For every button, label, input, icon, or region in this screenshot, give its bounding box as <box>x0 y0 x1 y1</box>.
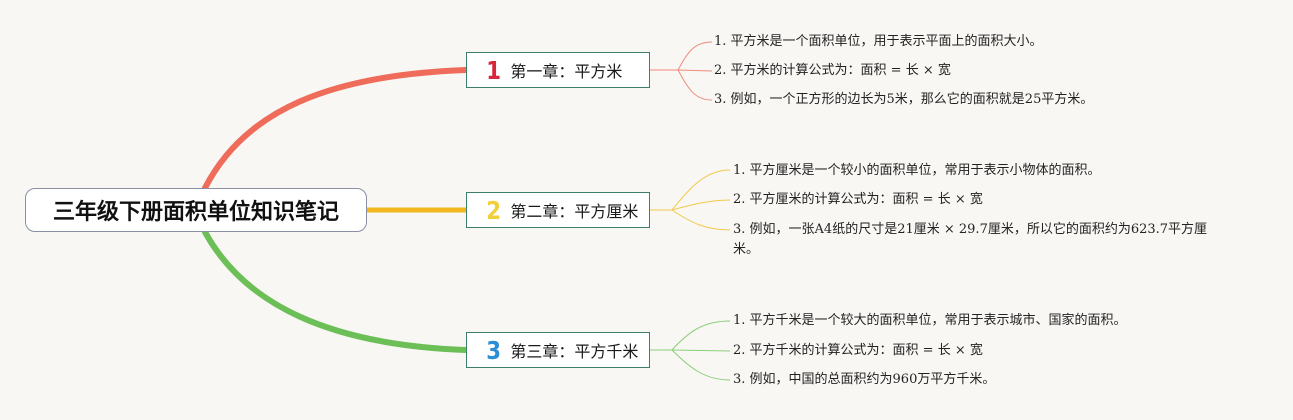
leaf-point: 2. 平方千米的计算公式为：面积 = 长 × 宽 <box>733 343 983 358</box>
branch-line-1 <box>202 67 469 191</box>
number-one-icon: 1 <box>486 55 502 85</box>
leaf-point: 3. 例如，一张A4纸的尺寸是21厘米 × 29.7厘米，所以它的面积约为623… <box>733 222 1208 257</box>
root-title: 三年级下册面积单位知识笔记 <box>52 200 339 225</box>
chapter-title: 第二章：平方厘米 <box>510 202 639 221</box>
leaf-point: 2. 平方米的计算公式为：面积 = 长 × 宽 <box>714 63 951 78</box>
root-node[interactable]: 三年级下册面积单位知识笔记 <box>25 188 367 232</box>
chapter-title: 第一章：平方米 <box>510 62 623 81</box>
leaf-connectors-3 <box>650 320 731 381</box>
leaf-point: 3. 例如，一个正方形的边长为5米，那么它的面积就是25平方米。 <box>714 92 1094 107</box>
leaf-point: 3. 例如，中国的总面积约为960万平方千米。 <box>733 372 996 387</box>
leaf-connectors-1 <box>650 41 713 101</box>
chapter-node-1[interactable]: 1 第一章：平方米 <box>466 52 650 88</box>
chapter-title: 第三章：平方千米 <box>510 342 639 361</box>
number-three-icon: 3 <box>486 335 502 365</box>
chapter-node-2[interactable]: 2 第二章：平方厘米 <box>466 192 650 228</box>
branch-line-3 <box>202 229 469 353</box>
leaf-point: 1. 平方千米是一个较大的面积单位，常用于表示城市、国家的面积。 <box>733 313 1127 328</box>
chapter-node-3[interactable]: 3 第三章：平方千米 <box>466 332 650 368</box>
leaf-connectors-2 <box>650 169 731 231</box>
leaf-point: 1. 平方厘米是一个较小的面积单位，常用于表示小物体的面积。 <box>733 163 1101 178</box>
number-two-icon: 2 <box>486 195 502 225</box>
leaf-point: 2. 平方厘米的计算公式为：面积 = 长 × 宽 <box>733 192 983 207</box>
leaf-point: 1. 平方米是一个面积单位，用于表示平面上的面积大小。 <box>714 34 1043 49</box>
